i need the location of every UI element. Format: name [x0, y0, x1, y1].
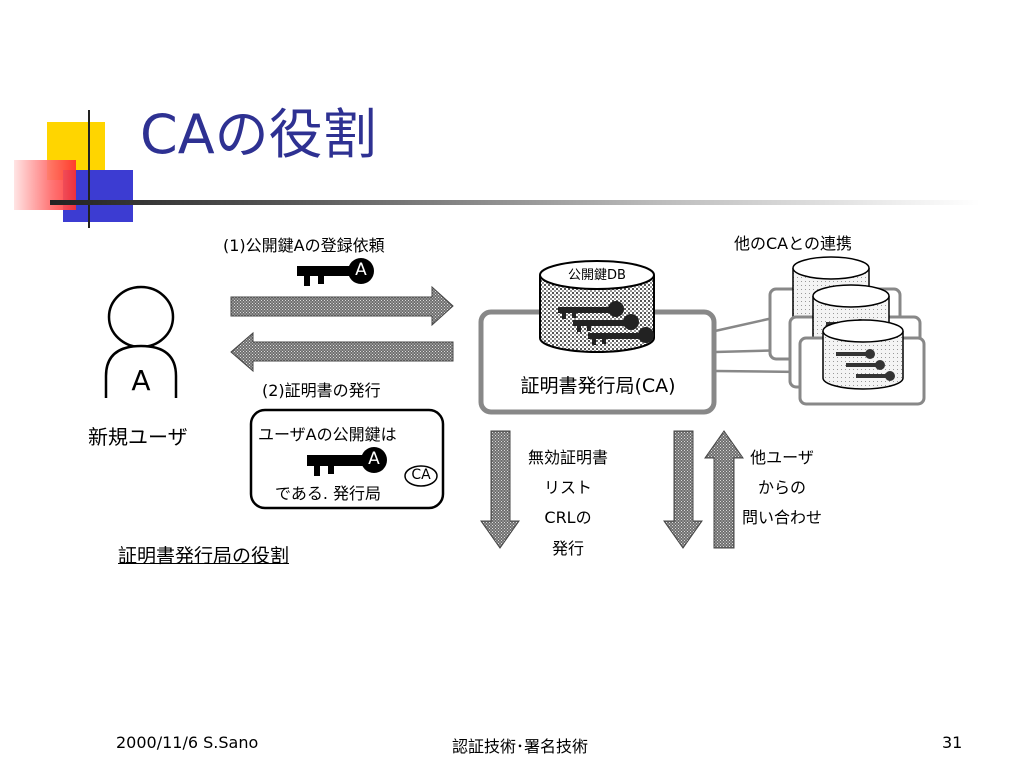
ca-stamp-icon [404, 465, 438, 487]
crl-line-4: 発行 [551, 539, 584, 558]
request-arrow-icon [230, 285, 454, 327]
certificate-text-line1: ユーザAの公開鍵は [258, 425, 397, 444]
inquiry-line-1: 他ユーザ [750, 448, 814, 467]
certificate-key-icon [307, 447, 387, 476]
other-ca-label: 他のCAとの連携 [734, 234, 852, 253]
crl-line-3: CRLの [544, 508, 592, 527]
issue-arrow-icon [230, 331, 454, 373]
certificate-key-letter: A [368, 449, 380, 469]
certificate-ca-stamp: CA [411, 467, 431, 483]
user-label: 新規ユーザ [88, 425, 188, 449]
crl-down-arrow-icon [480, 430, 520, 549]
diagram-caption: 証明書発行局の役割 [118, 545, 290, 567]
footer-course: 認証技術･署名技術 [452, 737, 589, 756]
crl-line-2: リスト [543, 478, 592, 497]
response-down-arrow-icon [663, 430, 703, 549]
key-badge-letter: A [355, 260, 367, 280]
inquiry-up-arrow-icon [704, 430, 744, 549]
ca-box-label: 証明書発行局(CA) [520, 375, 676, 397]
page-title: CAの役割 [140, 103, 377, 166]
public-key-db-icon [539, 260, 655, 353]
key-icon [297, 258, 374, 286]
user-letter: A [131, 364, 151, 397]
other-ca-icon [768, 256, 926, 406]
footer-page-number: 31 [942, 733, 963, 752]
inquiry-line-2: からの [757, 478, 806, 497]
issue-label: (2)証明書の発行 [262, 381, 381, 400]
certificate-text-line2: である. 発行局 [275, 484, 382, 503]
footer-date-author: 2000/11/6 S.Sano [116, 733, 259, 752]
db-label: 公開鍵DB [568, 268, 626, 283]
crl-line-1: 無効証明書 [527, 448, 608, 467]
request-label: (1)公開鍵Aの登録依頼 [223, 236, 385, 255]
inquiry-line-3: 問い合わせ [741, 508, 822, 527]
title-underline [50, 200, 980, 205]
deco-vertical-line [88, 110, 90, 228]
user-figure-icon [104, 285, 178, 398]
